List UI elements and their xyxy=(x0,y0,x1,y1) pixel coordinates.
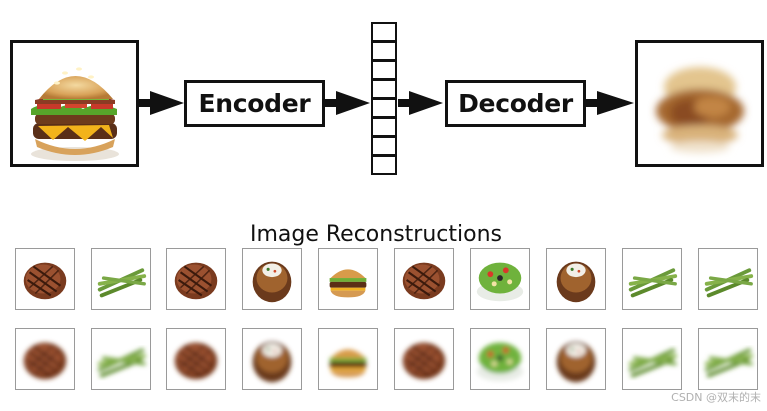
latent-cell xyxy=(371,22,397,42)
original-asparagus-thumbnail xyxy=(91,248,151,310)
reconstructed-steak-thumbnail xyxy=(166,328,226,390)
latent-cell xyxy=(371,155,397,175)
original-asparagus-thumbnail xyxy=(698,248,758,310)
decoder-label: Decoder xyxy=(458,89,573,118)
reconstructed-steak-thumbnail xyxy=(394,328,454,390)
reconstructed-burger-thumbnail xyxy=(318,328,378,390)
latent-cell xyxy=(371,117,397,137)
original-steak-thumbnail xyxy=(394,248,454,310)
reconstructed-asparagus-thumbnail xyxy=(698,328,758,390)
original-burger-thumbnail xyxy=(318,248,378,310)
latent-cell xyxy=(371,98,397,118)
reconstructed-salad-thumbnail xyxy=(470,328,530,390)
decoder-box: Decoder xyxy=(445,80,586,127)
original-salad-thumbnail xyxy=(470,248,530,310)
arrow-decoder-to-output xyxy=(586,91,634,115)
original-baked-potato-thumbnail xyxy=(242,248,302,310)
reconstructed-asparagus-thumbnail xyxy=(622,328,682,390)
section-title: Image Reconstructions xyxy=(0,222,752,247)
arrow-encoder-to-latent xyxy=(325,91,370,115)
reconstructed-baked-potato-thumbnail xyxy=(242,328,302,390)
reconstructed-baked-potato-thumbnail xyxy=(546,328,606,390)
watermark: CSDN @双末的末 xyxy=(671,389,761,405)
original-asparagus-thumbnail xyxy=(622,248,682,310)
encoder-box: Encoder xyxy=(184,80,325,127)
original-baked-potato-thumbnail xyxy=(546,248,606,310)
arrow-input-to-encoder xyxy=(139,91,184,115)
encoder-label: Encoder xyxy=(199,89,311,118)
reconstructed-steak-thumbnail xyxy=(15,328,75,390)
latent-cell xyxy=(371,79,397,99)
original-steak-thumbnail xyxy=(166,248,226,310)
latent-cell xyxy=(371,41,397,61)
original-steak-thumbnail xyxy=(15,248,75,310)
arrow-latent-to-decoder xyxy=(398,91,443,115)
reconstructed-asparagus-thumbnail xyxy=(91,328,151,390)
latent-cell xyxy=(371,60,397,80)
latent-cell xyxy=(371,136,397,156)
